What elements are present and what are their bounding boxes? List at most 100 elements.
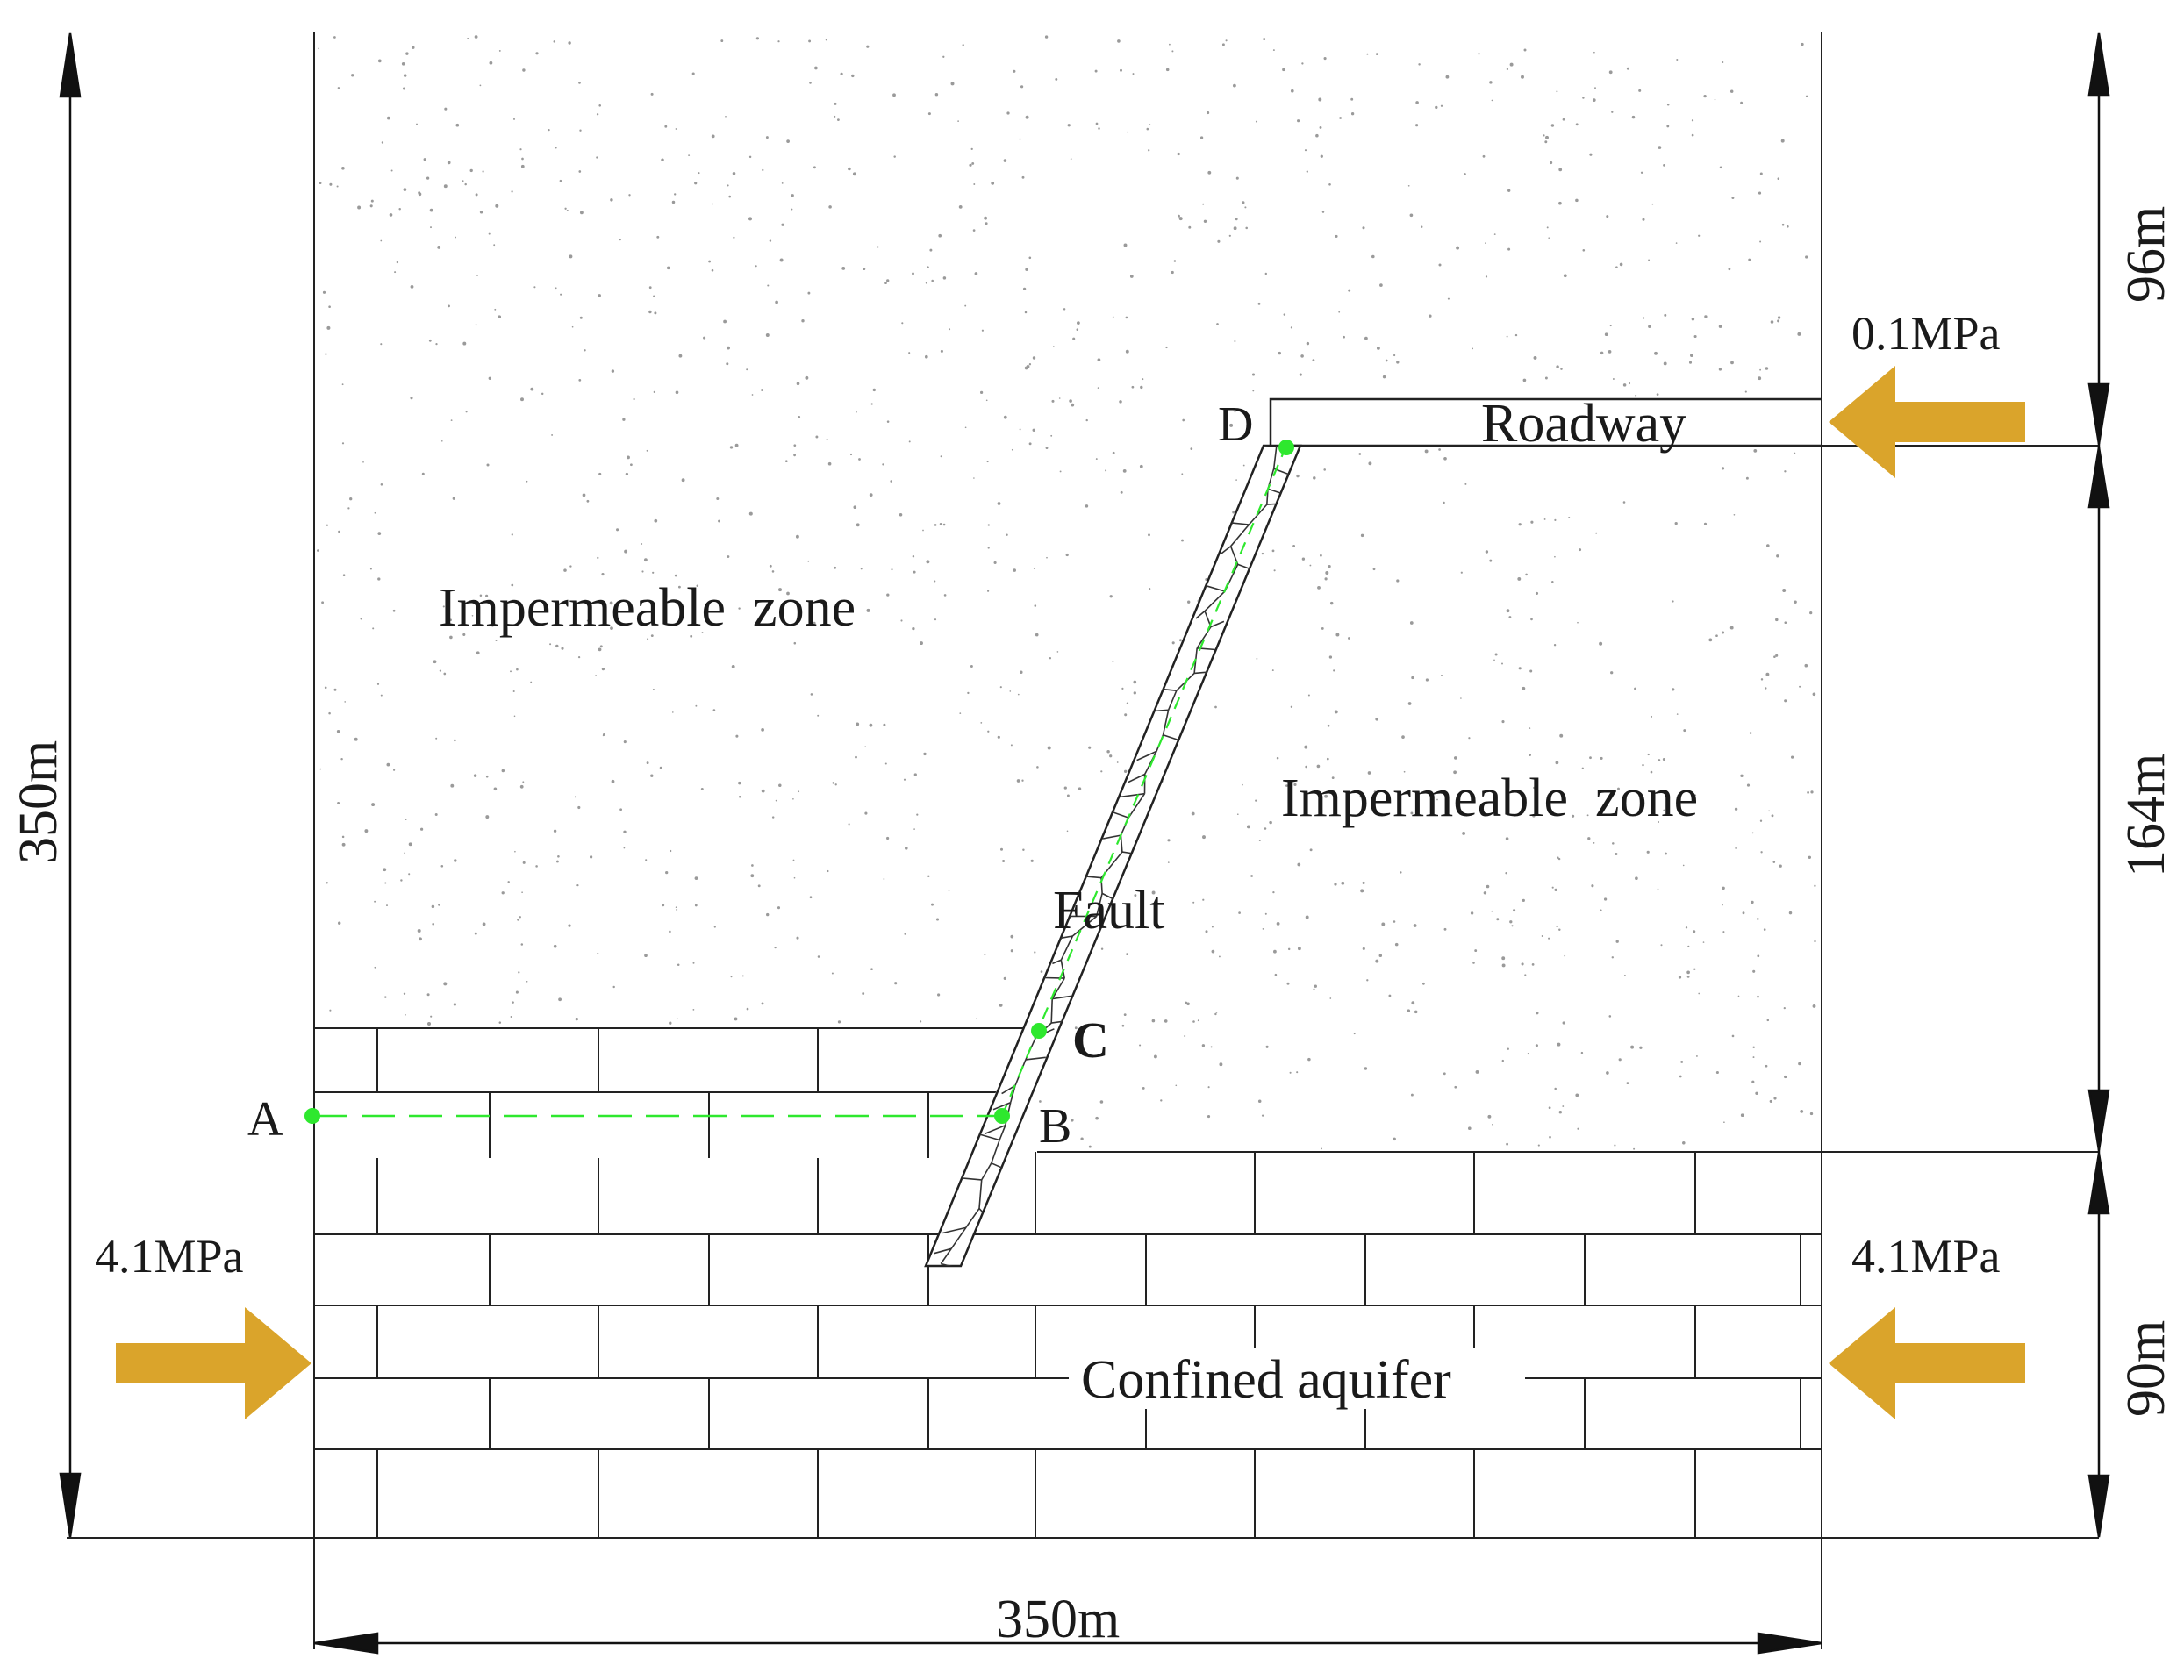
stipple-dot [1522, 378, 1527, 382]
stipple-dot [827, 869, 829, 873]
stipple-dot [935, 918, 940, 921]
stipple-dot [703, 336, 706, 340]
stipple-dot [1119, 400, 1122, 404]
stipple-dot [1077, 321, 1080, 325]
stipple-dot [1511, 925, 1514, 927]
stipple-dot [319, 768, 322, 770]
stipple-dot [341, 442, 345, 445]
stipple-dot [750, 874, 755, 878]
stipple-dot [1793, 452, 1796, 454]
stipple-dot [1787, 225, 1789, 228]
stipple-dot [999, 1003, 1003, 1007]
stipple-dot [1335, 633, 1340, 637]
stipple-dot [840, 72, 843, 76]
fault-crack [991, 1140, 1000, 1164]
fault-crack [1272, 446, 1278, 469]
stipple-dot [376, 683, 380, 685]
stipple-dot [1350, 97, 1354, 101]
stipple-dot [848, 823, 850, 826]
stipple-dot [1556, 925, 1558, 928]
stipple-dot [1606, 215, 1609, 218]
stipple-dot [1413, 924, 1417, 927]
stipple-dot [654, 311, 657, 315]
stipple-dot [973, 477, 975, 479]
stipple-dot [1325, 571, 1329, 575]
stipple-dot [1262, 928, 1264, 930]
stipple-dot [405, 1013, 406, 1016]
stipple-dot [1702, 941, 1705, 943]
stipple-dot [695, 704, 698, 707]
stipple-dot [515, 990, 519, 994]
fault-crack [1195, 610, 1206, 619]
stipple-dot [1614, 1144, 1616, 1147]
stipple-dot [1752, 969, 1756, 973]
stipple-dot [778, 783, 782, 788]
stipple-dot [970, 665, 973, 668]
fault-crack [992, 1101, 1012, 1111]
stipple-dot [1537, 1144, 1540, 1147]
stipple-dot [1686, 976, 1690, 978]
stipple-dot [1271, 669, 1274, 672]
stipple-dot [659, 766, 662, 769]
stipple-dot [1375, 959, 1379, 963]
stipple-dot [1582, 249, 1586, 252]
stipple-dot [1622, 383, 1627, 387]
stipple-dot [1235, 479, 1237, 481]
stipple-dot [578, 170, 582, 173]
stipple-dot [317, 549, 319, 552]
stipple-dot [834, 115, 836, 118]
stipple-dot [1094, 69, 1098, 73]
stipple-dot [1586, 814, 1589, 817]
model-width-label: 350m [996, 1590, 1120, 1649]
stipple-dot [942, 523, 946, 526]
stipple-dot [596, 156, 598, 159]
stipple-dot [852, 172, 856, 176]
stipple-dot [1693, 968, 1696, 970]
stipple-dot [1328, 655, 1333, 659]
stipple-dot [646, 449, 648, 452]
stipple-dot [1373, 790, 1377, 793]
stipple-dot [934, 524, 937, 526]
aquifer-brick-lower [314, 1152, 1822, 1538]
stipple-dot [392, 609, 396, 612]
stipple-dot [908, 352, 911, 354]
point-b-label: B [1039, 1099, 1071, 1154]
stipple-dot [549, 643, 552, 646]
stipple-dot [548, 129, 550, 132]
stipple-dot [329, 182, 333, 186]
stipple-dot [464, 182, 467, 186]
stipple-dot [589, 855, 593, 859]
stipple-dot [1553, 644, 1557, 647]
stipple-dot [1109, 595, 1113, 598]
stipple-dot [1440, 674, 1443, 677]
stipple-dot [734, 443, 739, 447]
stipple-dot [837, 118, 840, 121]
stipple-dot [671, 200, 676, 204]
stipple-dot [1040, 970, 1043, 973]
stipple-dot [1577, 621, 1579, 624]
stipple-dot [623, 740, 627, 744]
point-c-label: C [1072, 1012, 1109, 1069]
stipple-dot [727, 346, 730, 350]
stipple-dot [1751, 832, 1754, 834]
stipple-dot [1171, 50, 1174, 53]
stipple-dot [1768, 810, 1770, 812]
stipple-dot [1568, 516, 1571, 519]
stipple-dot [1385, 359, 1388, 362]
stipple-dot [1173, 260, 1177, 262]
stipple-dot [810, 693, 813, 696]
stipple-dot [869, 723, 873, 727]
stipple-dot [1098, 127, 1100, 130]
stipple-dot [986, 461, 989, 463]
stipple-dot [1640, 171, 1643, 174]
stipple-dot [1188, 225, 1192, 229]
fault-crack [991, 1162, 1004, 1169]
stipple-dot [403, 188, 407, 191]
stipple-dot [1751, 1080, 1755, 1083]
stipple-dot [677, 963, 680, 967]
stipple-dot [1099, 1100, 1104, 1104]
stipple-dot [1403, 770, 1406, 773]
stipple-dot [1328, 182, 1331, 186]
stipple-dot [1080, 1137, 1084, 1140]
stipple-dot [595, 675, 597, 676]
